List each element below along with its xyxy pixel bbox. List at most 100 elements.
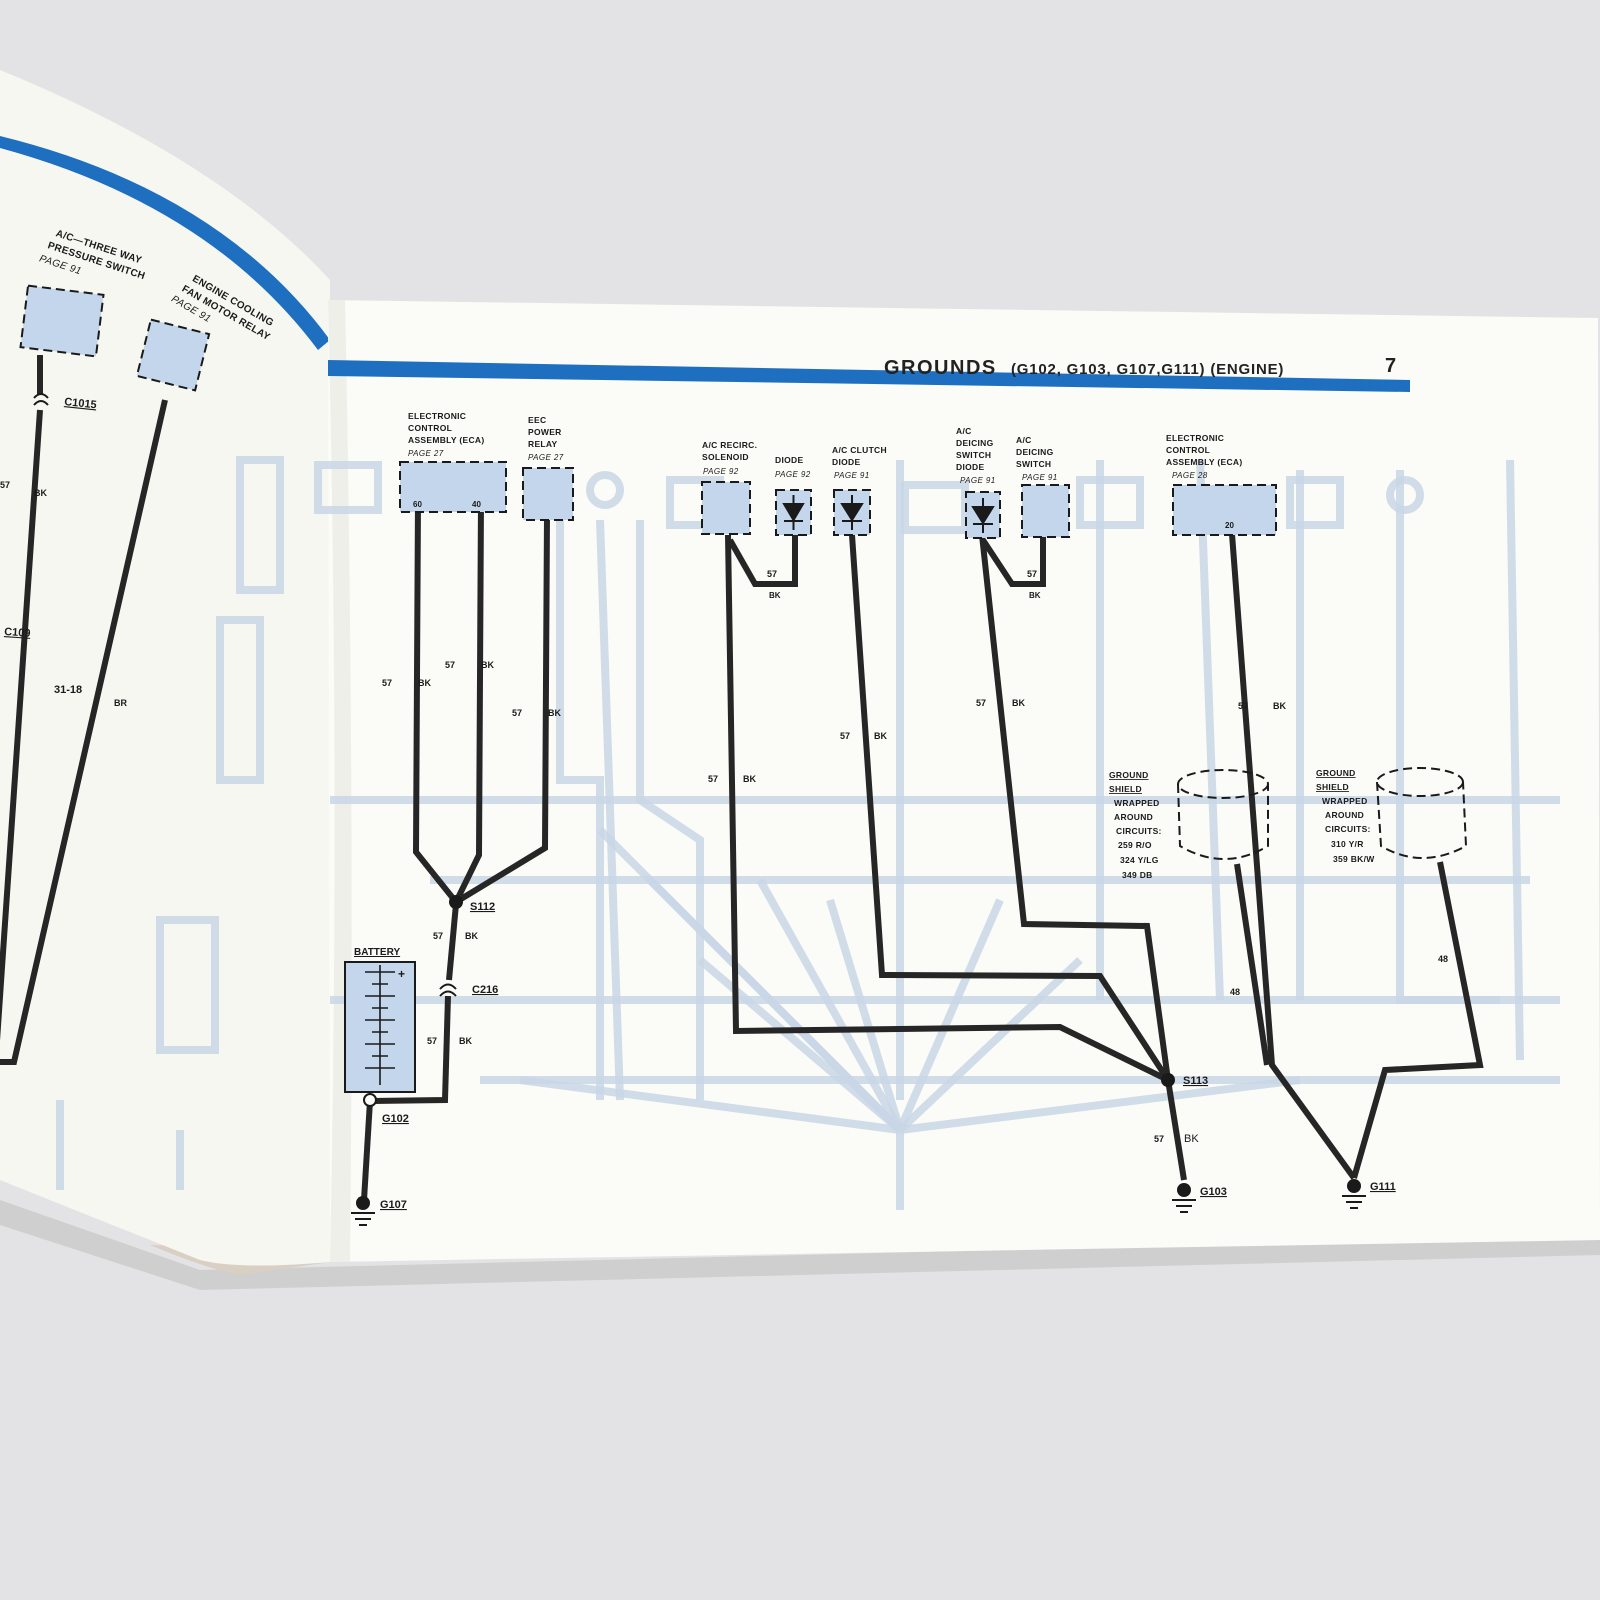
g107-label: G107: [380, 1199, 407, 1211]
g111-ground-bars: [1342, 1195, 1366, 1209]
deicing-diode-line3: SWITCH: [956, 450, 991, 460]
left-wire-1: [0, 355, 43, 1041]
shield-1-l1: GROUND: [1109, 770, 1149, 780]
fan-relay-box: [135, 318, 211, 392]
comp-deicing-diode: A/C DEICING SWITCH DIODE PAGE 91: [956, 426, 1001, 539]
wl-c216-col: BK: [459, 1036, 472, 1046]
comp-eca-left: ELECTRONIC CONTROL ASSEMBLY (ECA) PAGE 2…: [399, 411, 507, 513]
left-wire-color-br: BR: [114, 698, 127, 708]
comp-ac-recirc: A/C RECIRC. SOLENOID PAGE 92: [701, 440, 757, 535]
page-subtitle: (G102, G103, G107,G111) (ENGINE): [1011, 361, 1284, 378]
eec-relay-page: PAGE 27: [528, 453, 564, 462]
shield-1-c2: 324 Y/LG: [1120, 855, 1159, 865]
left-wire-2: [0, 399, 168, 1065]
deicing-diode-symbol: [971, 498, 995, 533]
ac-recirc-line1: A/C RECIRC.: [702, 440, 757, 450]
g103-ground-icon: [1177, 1183, 1191, 1197]
eca-left-line2: CONTROL: [408, 423, 452, 433]
shield-2-l2: SHIELD: [1316, 782, 1349, 792]
eca-right-page: PAGE 28: [1172, 471, 1208, 480]
g107-ground-icon: [356, 1196, 370, 1210]
battery-plus-icon: +: [398, 967, 405, 981]
eca-right-line2: CONTROL: [1166, 445, 1210, 455]
shield-1-c3: 349 DB: [1122, 870, 1153, 880]
wl-eca20-num: 57: [1238, 701, 1248, 711]
wire-deicing-switch: [980, 535, 1046, 587]
left-wire-circuit-31-18: 31-18: [54, 684, 82, 696]
wire-clutch-diode: [849, 534, 1171, 1082]
diode-page: PAGE 92: [775, 470, 811, 479]
ac-three-way-switch-box: [19, 284, 105, 358]
wire-s112-c216: [446, 903, 459, 981]
wl-recirc-col: BK: [743, 774, 756, 784]
wl-eca60-num: 57: [382, 678, 392, 688]
deicing-diode-line2: DEICING: [956, 438, 994, 448]
ac-clutch-diode-symbol: [840, 495, 864, 530]
right-page: [328, 300, 1600, 1262]
page-title: GROUNDS: [884, 357, 997, 379]
wl-deice-col: BK: [1012, 698, 1025, 708]
shield-1-l3: WRAPPED: [1114, 798, 1160, 808]
left-connector-c109: C109: [4, 626, 31, 640]
wl-eca40-num: 57: [445, 660, 455, 670]
eca-right-pin-20: 20: [1225, 521, 1234, 530]
deicing-switch-page: PAGE 91: [1022, 473, 1058, 482]
comp-eec-relay: EEC POWER RELAY PAGE 27: [522, 415, 574, 521]
wire-eca-60: [412, 499, 459, 904]
header-stripe: [328, 360, 1410, 392]
comp-deicing-switch: A/C DEICING SWITCH PAGE 91: [1016, 435, 1070, 538]
splice-s112-dot: [449, 895, 463, 909]
eca-left-pin-60: 60: [413, 500, 422, 509]
wl-c216-num: 57: [427, 1036, 437, 1046]
ac-clutch-line2: DIODE: [832, 457, 860, 467]
page-number: 7: [1385, 355, 1398, 377]
shield-2-l5: CIRCUITS:: [1325, 824, 1371, 834]
comp-eca-right: ELECTRONIC CONTROL ASSEMBLY (ECA) PAGE 2…: [1166, 433, 1277, 536]
deicing-diode-line4: DIODE: [956, 462, 984, 472]
eec-relay-line3: RELAY: [528, 439, 558, 449]
comp-battery: BATTERY +: [344, 947, 416, 1093]
splice-s112: S112: [470, 901, 495, 913]
shield-2-l4: AROUND: [1325, 810, 1364, 820]
ground-g107: G107: [351, 1196, 407, 1226]
g102-terminal: [363, 1093, 377, 1107]
battery-label: BATTERY: [354, 947, 400, 958]
wire-shield-2: [1351, 861, 1484, 1179]
shield-1-l5: CIRCUITS:: [1116, 826, 1162, 836]
wl-diode-col: BK: [769, 591, 781, 600]
g102-label: G102: [382, 1113, 409, 1125]
wl-clutch-col: BK: [874, 731, 887, 741]
comp-ac-clutch-diode: A/C CLUTCH DIODE PAGE 91: [832, 445, 887, 536]
wl-s112-col: BK: [465, 931, 478, 941]
wl-s113-col: BK: [1184, 1133, 1199, 1145]
diode-symbol: [782, 495, 805, 530]
connector-c216-mark: [439, 983, 457, 997]
deicing-switch-line1: A/C: [1016, 435, 1032, 445]
wl-deice-sw-col: BK: [1029, 591, 1041, 600]
shield-2: GROUND SHIELD WRAPPED AROUND CIRCUITS: 3…: [1316, 767, 1468, 864]
battery-cells: [365, 965, 395, 1085]
diode-line1: DIODE: [775, 455, 803, 465]
wl-s112-num: 57: [433, 931, 443, 941]
wire-eec-relay: [454, 514, 550, 905]
wl-diode-num: 57: [767, 569, 777, 579]
wiring: [361, 499, 1484, 1201]
wl-shield2-num: 48: [1438, 954, 1448, 964]
wl-eec-col: BK: [548, 708, 561, 718]
ghost-print: [314, 459, 1560, 1210]
ac-recirc-page: PAGE 92: [703, 467, 739, 476]
left-ghost-print: [56, 456, 284, 1190]
shield-1-l2: SHIELD: [1109, 784, 1142, 794]
wire-c216-g102: [371, 995, 451, 1104]
eec-relay-box: [522, 467, 574, 521]
wire-ac-recirc: [725, 534, 1170, 1083]
eca-left-pin-40: 40: [472, 500, 481, 509]
left-connector-c1015-mark: [33, 393, 49, 406]
left-wire-color-bk: BK: [34, 488, 47, 498]
wl-eec-num: 57: [512, 708, 522, 718]
ac-recirc-line2: SOLENOID: [702, 452, 749, 462]
wl-eca20-col: BK: [1273, 701, 1286, 711]
shield-1-l4: AROUND: [1114, 812, 1153, 822]
deicing-switch-line2: DEICING: [1016, 447, 1054, 457]
